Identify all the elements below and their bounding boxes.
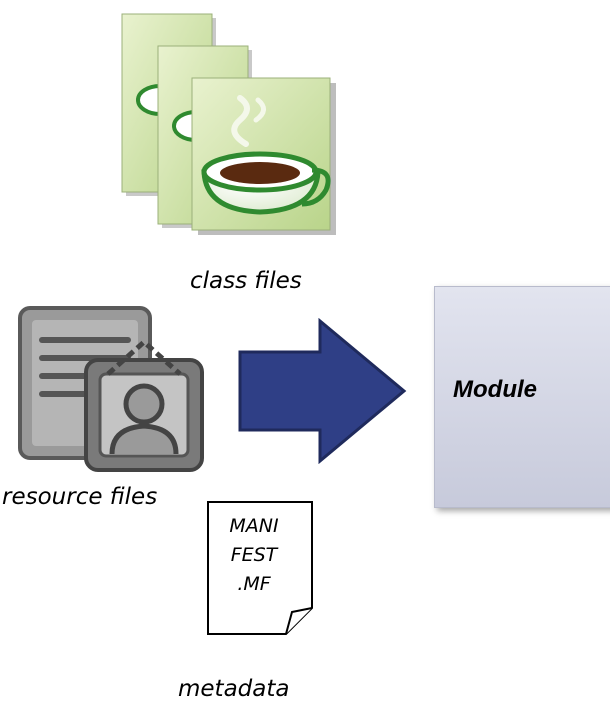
module-box [434, 286, 610, 508]
resource-portrait [84, 338, 204, 472]
class-files-icon [121, 13, 336, 235]
class-page-front [191, 77, 336, 235]
arrow-right-icon [238, 318, 407, 464]
manifest-line-2: FEST [230, 544, 278, 566]
resource-files-label: resource files [2, 484, 158, 510]
manifest-filename: MANI FEST .MF [214, 512, 294, 599]
metadata-label: metadata [178, 676, 290, 702]
manifest-line-3: .MF [237, 573, 271, 595]
module-label: Module [453, 376, 537, 403]
class-files-label: class files [190, 268, 302, 294]
folded-page-icon [207, 501, 313, 635]
resource-files-icon [18, 306, 204, 472]
manifest-line-1: MANI [229, 515, 279, 537]
